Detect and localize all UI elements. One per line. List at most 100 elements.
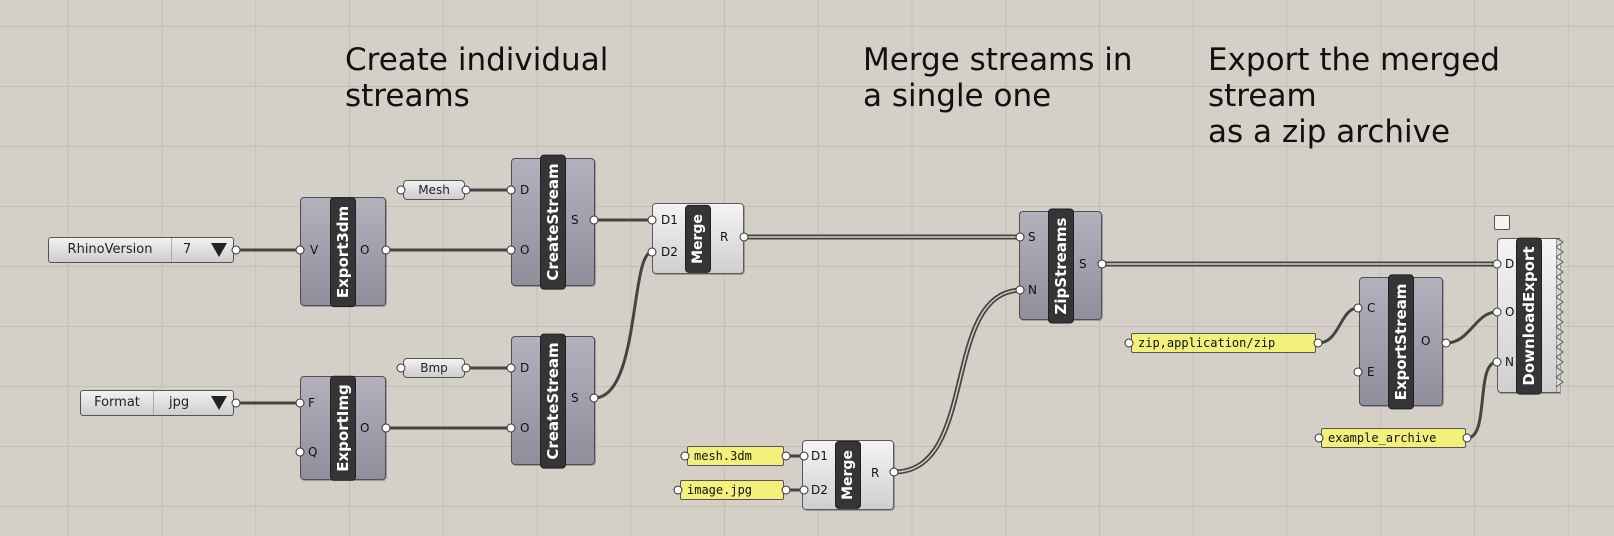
component-nickname: ZipStreams — [1047, 208, 1074, 323]
value-list-label: RhinoVersion — [49, 238, 172, 262]
input-label-n: N — [1028, 283, 1037, 297]
component-nickname: CreateStream — [540, 332, 566, 469]
input-grip[interactable] — [1353, 367, 1363, 377]
input-grip[interactable] — [396, 363, 406, 373]
component-merge-1[interactable]: Merge — [652, 203, 744, 274]
param-bmp[interactable]: Bmp — [403, 358, 465, 378]
zigzag-edge-icon — [1556, 238, 1564, 392]
output-label-s: S — [571, 213, 579, 227]
param-mesh[interactable]: Mesh — [403, 180, 465, 200]
component-nickname: ExportStream — [1388, 274, 1414, 409]
output-grip[interactable] — [381, 245, 391, 255]
panel-image-file[interactable]: image.jpg — [680, 480, 784, 500]
group-title-create: Create individual streams — [345, 42, 609, 114]
input-label-v: V — [310, 243, 319, 257]
wire-exportstream-download — [1444, 310, 1499, 345]
input-label-d2: D2 — [661, 245, 678, 259]
input-label-o: O — [520, 421, 530, 435]
input-grip[interactable] — [506, 363, 516, 373]
input-grip[interactable] — [506, 423, 516, 433]
input-grip[interactable] — [647, 247, 657, 257]
input-grip[interactable] — [1314, 433, 1324, 443]
component-downloadexport[interactable]: DownloadExport — [1497, 236, 1560, 395]
group-title-merge: Merge streams in a single one — [863, 42, 1133, 114]
input-grip[interactable] — [680, 451, 690, 461]
input-grip[interactable] — [673, 485, 683, 495]
output-grip[interactable] — [231, 398, 241, 408]
value-list-value: jpg — [169, 395, 190, 410]
dropdown-arrow-icon[interactable] — [211, 243, 227, 257]
input-grip[interactable] — [1492, 307, 1502, 317]
input-grip[interactable] — [1015, 232, 1025, 242]
component-exportimg[interactable]: ExportImg — [300, 375, 386, 481]
output-grip[interactable] — [231, 245, 241, 255]
input-grip[interactable] — [506, 245, 516, 255]
input-label-e: E — [1367, 365, 1375, 379]
value-list-format[interactable]: Format jpg — [80, 390, 234, 416]
panel-zip-mime[interactable]: zip,application/zip — [1131, 333, 1316, 353]
input-label-f: F — [308, 396, 315, 410]
wire-zipmime-exportstream — [1316, 306, 1360, 345]
output-grip[interactable] — [589, 215, 599, 225]
output-label-r: R — [720, 230, 729, 244]
output-grip[interactable] — [461, 363, 471, 373]
input-grip[interactable] — [1492, 259, 1502, 269]
input-grip[interactable] — [1353, 303, 1363, 313]
output-grip[interactable] — [781, 451, 791, 461]
input-grip[interactable] — [506, 185, 516, 195]
value-list-value: 7 — [183, 242, 192, 257]
output-label-o: O — [360, 243, 370, 257]
component-nickname: Merge — [685, 204, 711, 273]
component-nickname: ExportImg — [330, 375, 356, 481]
output-grip[interactable] — [461, 185, 471, 195]
input-label-d1: D1 — [811, 449, 828, 463]
input-grip[interactable] — [1015, 285, 1025, 295]
toggle-button[interactable] — [1494, 215, 1510, 230]
output-label-s: S — [1079, 257, 1087, 271]
output-grip[interactable] — [1313, 338, 1323, 348]
component-nickname: DownloadExport — [1516, 236, 1542, 395]
output-grip[interactable] — [1462, 433, 1472, 443]
dropdown-arrow-icon[interactable] — [211, 396, 227, 410]
input-label-s: S — [1028, 230, 1036, 244]
wire-archive-download — [1465, 360, 1499, 440]
input-grip[interactable] — [295, 447, 305, 457]
component-merge-2[interactable]: Merge — [802, 440, 894, 510]
input-grip[interactable] — [799, 485, 809, 495]
wire-createstream2-merge1 — [592, 250, 654, 400]
input-grip[interactable] — [295, 398, 305, 408]
component-nickname: Export3dm — [330, 196, 356, 307]
output-grip[interactable] — [381, 423, 391, 433]
component-exportstream[interactable]: ExportStream — [1359, 274, 1443, 409]
input-grip[interactable] — [396, 185, 406, 195]
component-export3dm[interactable]: Export3dm — [300, 196, 386, 307]
panel-archive-name[interactable]: example_archive — [1321, 428, 1466, 448]
output-grip[interactable] — [739, 232, 749, 242]
input-grip[interactable] — [799, 451, 809, 461]
component-createstream-1[interactable]: CreateStream — [511, 154, 595, 290]
input-grip[interactable] — [1124, 338, 1134, 348]
output-grip[interactable] — [781, 485, 791, 495]
component-zipstreams[interactable]: ZipStreams — [1019, 208, 1102, 323]
input-grip[interactable] — [295, 245, 305, 255]
output-grip[interactable] — [889, 467, 899, 477]
output-label-s: S — [571, 391, 579, 405]
panel-mesh-file[interactable]: mesh.3dm — [687, 446, 784, 466]
component-nickname: CreateStream — [540, 154, 566, 290]
output-grip[interactable] — [589, 393, 599, 403]
input-grip[interactable] — [1492, 357, 1502, 367]
value-list-rhino-version[interactable]: RhinoVersion 7 — [48, 237, 234, 263]
input-label-n: N — [1505, 355, 1514, 369]
component-createstream-2[interactable]: CreateStream — [511, 332, 595, 469]
output-grip[interactable] — [1441, 338, 1451, 348]
input-label-o: O — [1505, 305, 1515, 319]
input-label-d: D — [520, 361, 530, 375]
output-grip[interactable] — [1097, 259, 1107, 269]
output-label-o: O — [360, 421, 370, 435]
input-grip[interactable] — [647, 215, 657, 225]
input-label-q: Q — [308, 445, 318, 459]
input-label-d: D — [520, 183, 530, 197]
output-label-o: O — [1421, 334, 1431, 348]
